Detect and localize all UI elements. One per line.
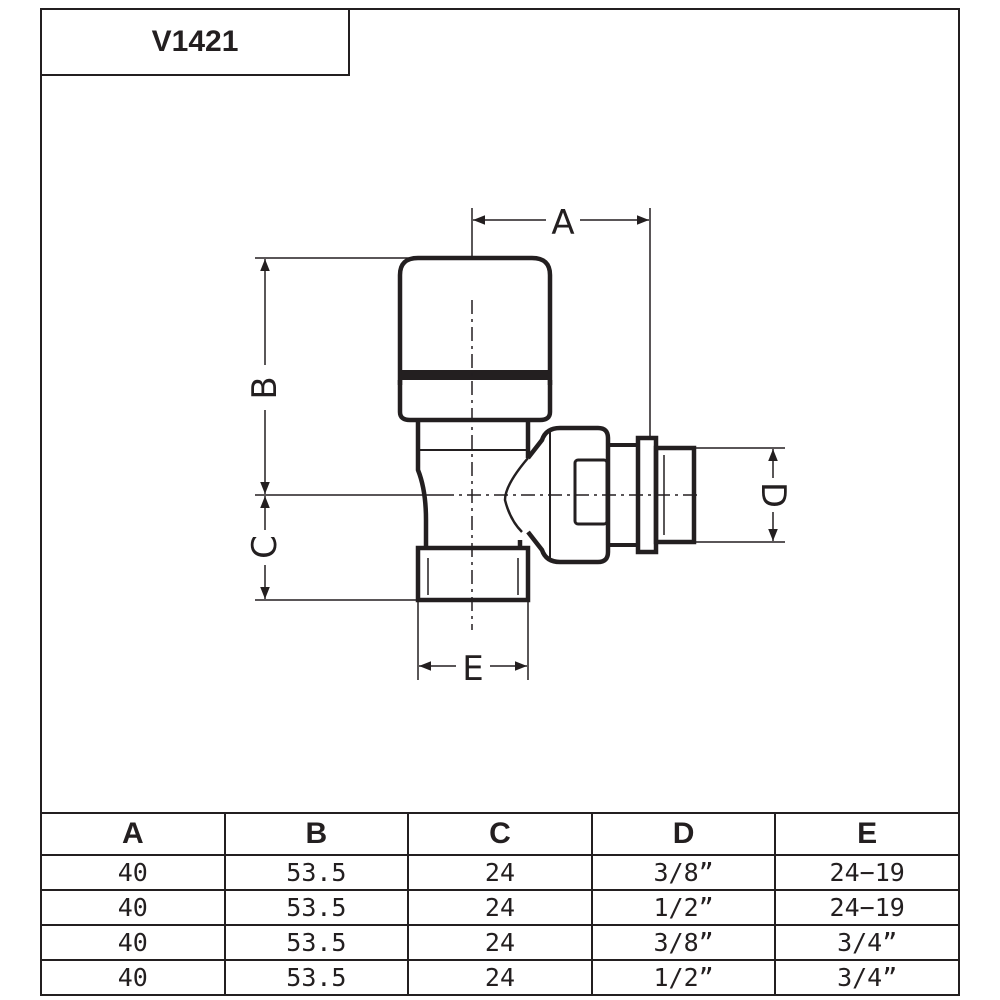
table-cell: 3/8” xyxy=(590,854,777,891)
table-cell: 24 xyxy=(407,854,593,891)
table-cell: 3/8” xyxy=(590,924,777,961)
dimension-d: D xyxy=(753,449,793,541)
dimension-label-b: B xyxy=(245,376,285,399)
dimension-label-c: C xyxy=(245,535,285,559)
table-header-row: A B C D E xyxy=(40,812,960,856)
table-header: A xyxy=(40,812,226,856)
dimension-b: B xyxy=(245,259,285,494)
dimension-a: A xyxy=(473,203,649,243)
table-cell: 24 xyxy=(407,924,593,961)
drawing-frame xyxy=(40,8,960,996)
table-row: 40 53.5 24 3/8” 3/4” xyxy=(40,924,960,961)
table-cell: 24 xyxy=(407,889,593,926)
table-cell: 40 xyxy=(40,924,226,961)
model-title: V1421 xyxy=(40,8,350,76)
dimension-c: C xyxy=(245,496,285,599)
table-row: 40 53.5 24 1/2” 24−19 xyxy=(40,889,960,926)
table-cell: 1/2” xyxy=(590,959,777,996)
table-cell: 40 xyxy=(40,854,226,891)
table-header: B xyxy=(223,812,410,856)
table-cell: 24−19 xyxy=(774,889,960,926)
table-header: E xyxy=(774,812,960,856)
table-cell: 53.5 xyxy=(223,959,410,996)
table-row: 40 53.5 24 1/2” 3/4” xyxy=(40,959,960,996)
table-cell: 40 xyxy=(40,959,226,996)
table-cell: 53.5 xyxy=(223,924,410,961)
table-cell: 1/2” xyxy=(590,889,777,926)
table-row: 40 53.5 24 3/8” 24−19 xyxy=(40,854,960,891)
table-cell: 24 xyxy=(407,959,593,996)
table-cell: 24−19 xyxy=(774,854,960,891)
table-cell: 53.5 xyxy=(223,889,410,926)
extension-lines xyxy=(255,208,785,680)
table-cell: 40 xyxy=(40,889,226,926)
table-cell: 53.5 xyxy=(223,854,410,891)
dimension-e: E xyxy=(419,649,527,689)
table-cell: 3/4” xyxy=(774,959,960,996)
dimension-label-a: A xyxy=(551,203,574,243)
centre-lines xyxy=(440,300,700,630)
table-header: D xyxy=(590,812,777,856)
dimension-table: A B C D E 40 53.5 24 3/8” 24−19 40 53.5 … xyxy=(40,812,960,996)
table-cell: 3/4” xyxy=(774,924,960,961)
table-header: C xyxy=(407,812,593,856)
dimension-label-e: E xyxy=(462,649,483,689)
dimension-label-d: D xyxy=(753,482,793,508)
